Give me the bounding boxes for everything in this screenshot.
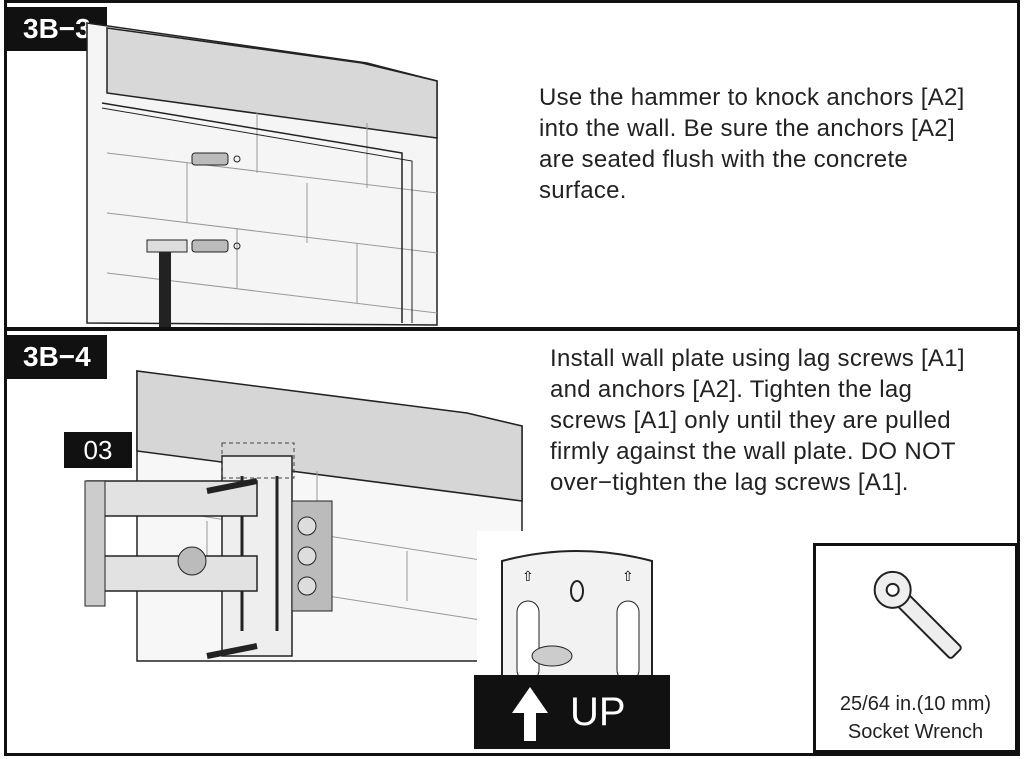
- wall-anchor-illustration: [86, 22, 438, 327]
- step-3b3-panel: 3B−3: [4, 0, 1020, 330]
- step-3b3-instruction: Use the hammer to knock anchors [A2] int…: [539, 84, 965, 204]
- step-3b4-panel: 3B−4 Install wall plate: [4, 328, 1020, 756]
- up-arrow-icon: [512, 687, 548, 741]
- tool-box: 25/64 in.(10 mm) Socket Wrench: [813, 543, 1018, 753]
- tool-size: 25/64 in.(10 mm): [839, 693, 992, 715]
- wall-plate-install-illustration: [84, 370, 523, 662]
- callout-tag-03: 03: [64, 432, 132, 468]
- hammer-icon: [146, 239, 188, 327]
- socket-wrench-icon: [873, 570, 962, 659]
- wall-plate-detail: ⇧ ⇧: [477, 531, 677, 681]
- tool-name: Socket Wrench: [847, 721, 984, 743]
- svg-text:⇧: ⇧: [622, 569, 634, 585]
- svg-text:⇧: ⇧: [522, 569, 534, 585]
- up-label: UP: [570, 690, 626, 734]
- step-3b4-instruction: Install wall plate using lag screws [A1]…: [550, 345, 965, 496]
- tool-caption: 25/64 in.(10 mm) Socket Wrench: [816, 690, 1015, 746]
- anchor-icon: [191, 152, 241, 253]
- up-label-bar: UP: [474, 675, 670, 749]
- step-3b4-tag: 3B−4: [7, 335, 107, 379]
